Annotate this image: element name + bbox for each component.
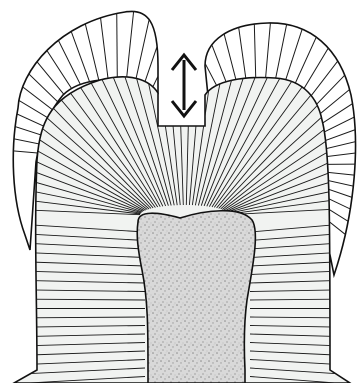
pulp-chamber <box>137 211 255 383</box>
double-headed-vertical-arrow-icon <box>172 55 196 116</box>
